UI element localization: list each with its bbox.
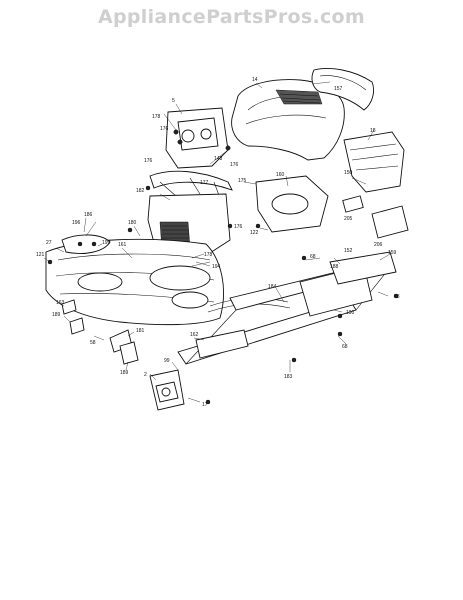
label-160: 160 — [276, 172, 285, 178]
label-188: 188 — [330, 264, 339, 270]
label-2: 2 — [144, 372, 147, 378]
label-68: 68 — [342, 344, 348, 350]
label-17: 17 — [202, 402, 208, 408]
fender — [45, 238, 224, 326]
seat-plate — [61, 234, 111, 254]
watermark-text: AppliancePartsPros.com — [97, 6, 365, 28]
label-148: 148 — [214, 156, 223, 162]
side-panel — [343, 131, 405, 193]
label-183: 183 — [284, 374, 293, 380]
label-162: 162 — [190, 332, 199, 338]
label-176: 176 — [160, 126, 169, 132]
label-122: 122 — [250, 230, 259, 236]
label-159: 159 — [388, 250, 397, 256]
label-177: 177 — [200, 180, 209, 186]
label-176: 176 — [234, 224, 243, 230]
label-18: 18 — [370, 128, 376, 134]
hood-bracket — [255, 175, 329, 233]
bracket-left-2 — [69, 317, 85, 335]
label-68: 68 — [310, 254, 316, 260]
label-190: 190 — [346, 310, 355, 316]
label-14: 14 — [252, 77, 258, 83]
label-176: 176 — [144, 158, 153, 164]
dash-frame — [149, 170, 233, 199]
front-bracket — [149, 369, 185, 411]
label-5: 5 — [172, 98, 175, 104]
hood-insert — [311, 68, 375, 111]
label-180: 180 — [128, 220, 137, 226]
part-205 — [342, 195, 364, 213]
label-181: 181 — [136, 328, 145, 334]
label-189: 189 — [52, 312, 61, 318]
label-121: 121 — [36, 252, 45, 258]
label-196: 196 — [72, 220, 81, 226]
hood — [231, 79, 345, 161]
front-plate — [195, 329, 249, 359]
label-99: 99 — [164, 358, 170, 364]
label-184: 184 — [268, 284, 277, 290]
label-178: 178 — [204, 252, 213, 258]
screws — [47, 129, 399, 405]
bracket-left-4 — [119, 341, 139, 365]
label-27: 27 — [46, 240, 52, 246]
label-58: 58 — [90, 340, 96, 346]
part-labels: 14 157 5 178 176 148 176 18 150 176 177 … — [36, 77, 400, 408]
label-178: 178 — [152, 114, 161, 120]
label-176: 176 — [230, 162, 239, 168]
label-150: 150 — [344, 170, 353, 176]
label-68: 68 — [394, 294, 400, 300]
label-157: 157 — [334, 86, 343, 92]
label-152: 152 — [344, 248, 353, 254]
label-189: 189 — [120, 370, 129, 376]
dash-panel — [165, 107, 229, 169]
bracket-left-1 — [61, 299, 77, 315]
part-206 — [371, 205, 409, 239]
label-182: 182 — [136, 188, 145, 194]
label-199: 199 — [102, 240, 111, 246]
label-161: 161 — [118, 242, 127, 248]
leader-lines — [43, 81, 391, 403]
label-206: 206 — [374, 242, 383, 248]
label-175: 175 — [238, 178, 247, 184]
label-205: 205 — [344, 216, 353, 222]
label-163: 163 — [56, 300, 65, 306]
label-194: 194 — [212, 264, 221, 270]
label-186: 186 — [84, 212, 93, 218]
